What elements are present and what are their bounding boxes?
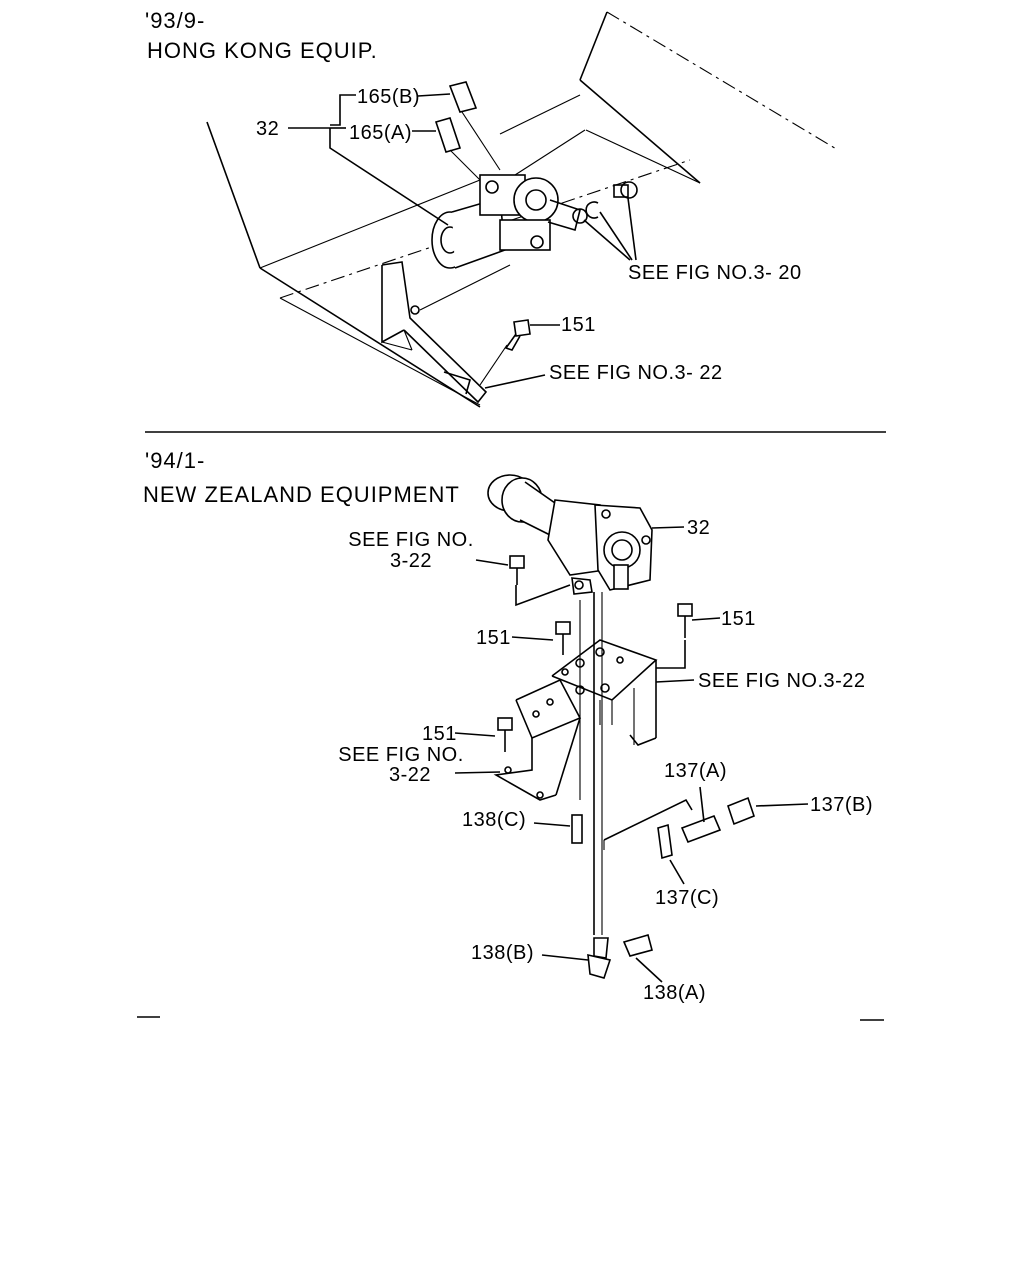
bottom-leader-lines — [454, 526, 809, 983]
bottom-pipes-and-fittings — [515, 584, 755, 979]
callout-151-mid: 151 — [476, 627, 511, 649]
bottom-valve-assembly — [487, 474, 653, 595]
callout-see-fig-b-line2: 3-22 — [388, 764, 432, 786]
bottom-section-date: '94/1- — [145, 448, 206, 473]
callout-see-fig-a-line2: 3-22 — [389, 550, 433, 572]
callout-137b: 137(B) — [810, 794, 874, 816]
top-fittings — [434, 81, 531, 386]
callout-151-top: 151 — [561, 314, 596, 336]
callout-151-right: 151 — [721, 608, 756, 630]
callout-138c: 138(C) — [462, 809, 527, 831]
bottom-bolts — [497, 555, 693, 844]
callout-138a: 138(A) — [643, 982, 707, 1004]
callout-see-fig-3-22-top: SEE FIG NO.3- 22 — [549, 362, 723, 384]
bottom-bracket — [493, 639, 658, 801]
top-section-market: HONG KONG EQUIP. — [147, 38, 378, 63]
callout-32-bottom: 32 — [687, 517, 711, 539]
callout-see-fig-b-line1: SEE FIG NO. — [338, 744, 464, 766]
callout-165a: 165(A) — [349, 122, 413, 144]
top-section-date: '93/9- — [145, 8, 206, 33]
callout-32-top: 32 — [256, 118, 280, 140]
callout-138b: 138(B) — [471, 942, 535, 964]
top-valve-assembly — [431, 174, 638, 269]
callout-see-fig-3-22-bottom: SEE FIG NO.3-22 — [698, 670, 866, 692]
top-leader-lines — [288, 93, 637, 389]
callout-see-fig-3-20: SEE FIG NO.3- 20 — [628, 262, 802, 284]
bottom-section-market: NEW ZEALAND EQUIPMENT — [143, 482, 460, 507]
callout-137a: 137(A) — [664, 760, 728, 782]
callout-137c: 137(C) — [655, 887, 720, 909]
callout-151-left: 151 — [422, 723, 457, 745]
callout-165b: 165(B) — [357, 86, 421, 108]
callout-see-fig-a-line1: SEE FIG NO. — [348, 529, 474, 551]
top-bracket — [381, 261, 511, 404]
